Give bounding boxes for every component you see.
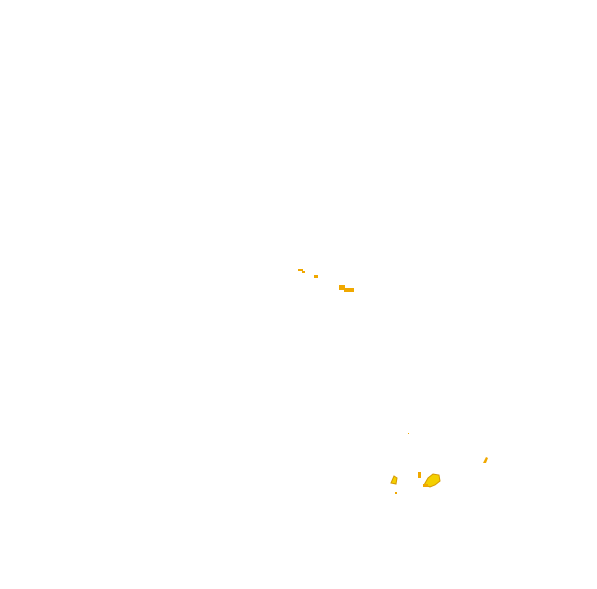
map-feature	[423, 473, 441, 488]
feature-cluster-lower	[390, 433, 488, 494]
map-feature	[395, 492, 397, 494]
map-feature	[302, 271, 305, 273]
feature-cluster-upper	[298, 269, 354, 292]
map-feature	[483, 457, 488, 463]
map-feature	[314, 275, 318, 278]
map-feature	[298, 269, 303, 271]
map-feature	[344, 288, 354, 292]
map-feature	[423, 484, 428, 487]
map-feature	[408, 433, 409, 434]
map-feature	[339, 285, 345, 290]
map-feature	[390, 475, 398, 485]
map-feature	[418, 472, 421, 478]
